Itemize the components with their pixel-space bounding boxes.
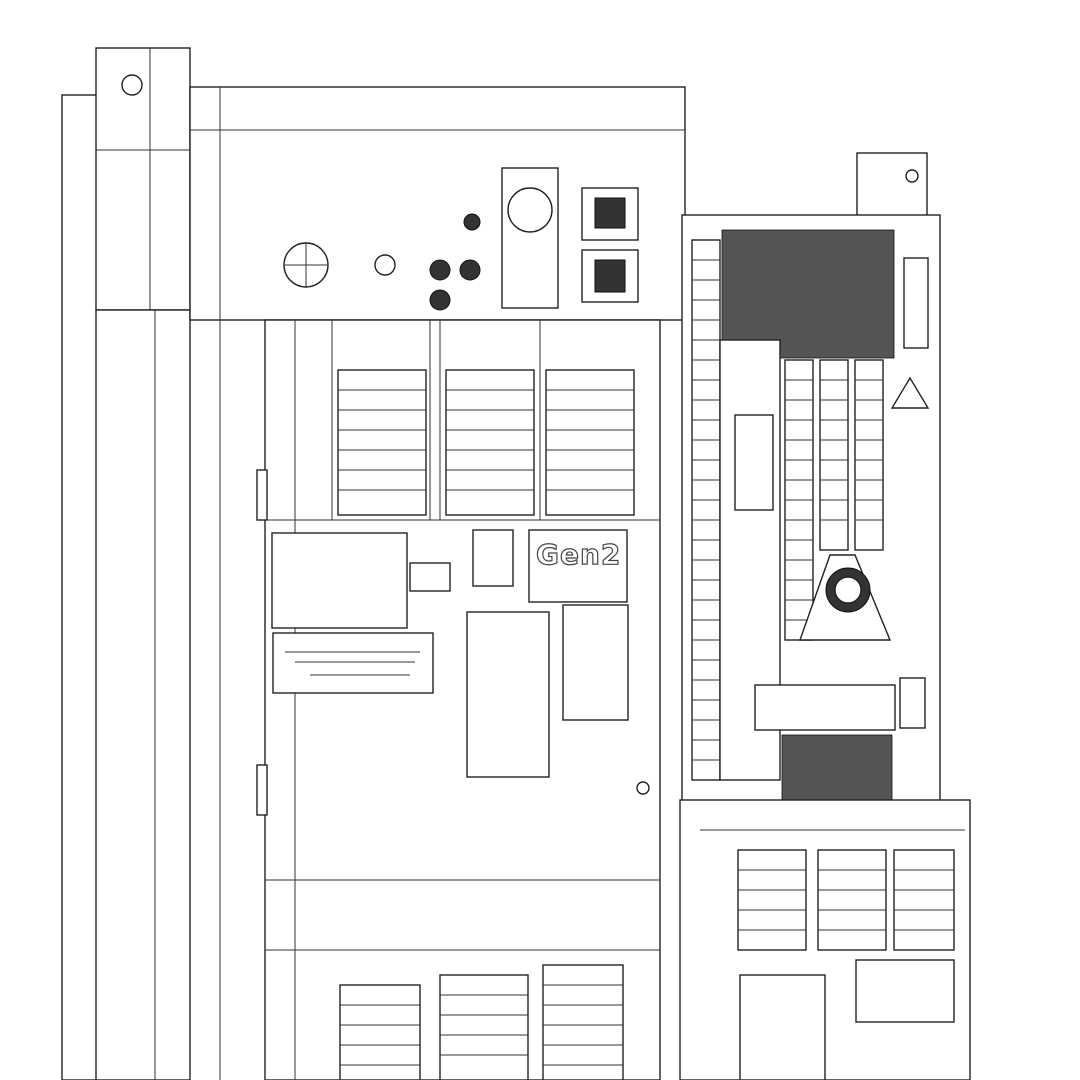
lower-louvers bbox=[339, 964, 624, 1080]
gen2-label: Gen2 bbox=[535, 537, 622, 571]
right-lower-louvers bbox=[737, 849, 955, 951]
upper-louvers bbox=[337, 369, 635, 516]
